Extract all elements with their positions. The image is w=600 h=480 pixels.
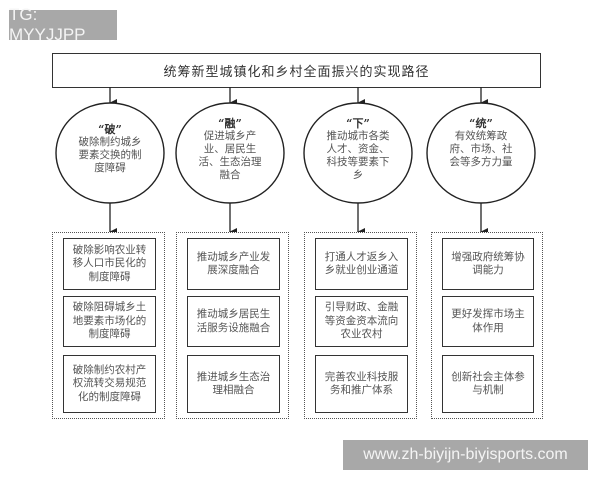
action-box: 破除制约农村产权流转交易规范化的制度障碍 <box>63 355 156 413</box>
action-box: 引导财政、金融等资金资本流向农业农村 <box>315 296 408 347</box>
branch-summary: 促进城乡产业、居民生活、生态治理融合 <box>198 130 262 181</box>
branch-ellipse-text: “下”推动城市各类人才、资金、科技等要素下乡 <box>322 117 394 182</box>
action-panel: 打通人才返乡入乡就业创业通道引导财政、金融等资金资本流向农业农村完善农业科技服务… <box>304 232 417 419</box>
action-box: 破除影响农业转移人口市民化的制度障碍 <box>63 238 156 290</box>
action-box: 破除阻碍城乡土地要素市场化的制度障碍 <box>63 296 156 347</box>
action-box: 推动城乡居民生活服务设施融合 <box>187 296 280 347</box>
action-box: 创新社会主体参与机制 <box>442 355 534 413</box>
action-box: 推进城乡生态治理相融合 <box>187 355 280 413</box>
action-panel: 增强政府统筹协调能力更好发挥市场主体作用创新社会主体参与机制 <box>431 232 543 419</box>
watermark-bottom-right: www.zh-biyijn-biyisports.com <box>343 440 588 470</box>
action-box: 增强政府统筹协调能力 <box>442 238 534 290</box>
action-panel: 破除影响农业转移人口市民化的制度障碍破除阻碍城乡土地要素市场化的制度障碍破除制约… <box>52 232 165 419</box>
branch-ellipse-text: “统”有效统筹政府、市场、社会等多方力量 <box>445 117 517 169</box>
branch-ellipse-text: “融”促进城乡产业、居民生活、生态治理融合 <box>194 117 266 182</box>
branch-key: “融” <box>218 117 242 130</box>
action-box: 打通人才返乡入乡就业创业通道 <box>315 238 408 290</box>
watermark-top-left: TG: MYYJJPP <box>9 5 117 44</box>
branch-key: “破” <box>98 123 122 136</box>
title-box: 统筹新型城镇化和乡村全面振兴的实现路径 <box>52 53 541 88</box>
branch-summary: 有效统筹政府、市场、社会等多方力量 <box>449 130 513 168</box>
branch-ellipse-text: “破”破除制约城乡要素交换的制度障碍 <box>74 123 146 175</box>
action-box: 更好发挥市场主体作用 <box>442 296 534 347</box>
branch-summary: 破除制约城乡要素交换的制度障碍 <box>78 136 142 174</box>
branch-summary: 推动城市各类人才、资金、科技等要素下乡 <box>326 130 390 181</box>
branch-key: “下” <box>346 117 370 130</box>
action-box: 推动城乡产业发展深度融合 <box>187 238 280 290</box>
action-panel: 推动城乡产业发展深度融合推动城乡居民生活服务设施融合推进城乡生态治理相融合 <box>176 232 289 419</box>
action-box: 完善农业科技服务和推广体系 <box>315 355 408 413</box>
branch-key: “统” <box>469 117 493 130</box>
